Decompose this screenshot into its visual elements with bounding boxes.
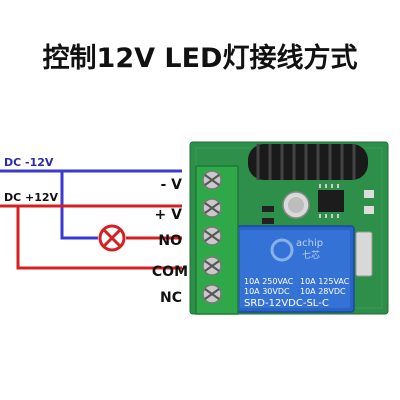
page-title: 控制12V LED灯接线方式: [42, 43, 358, 74]
antenna-coil-icon: [248, 144, 368, 180]
ic-chip-icon: [318, 184, 344, 218]
relay-brand: achip: [296, 238, 323, 249]
lamp-icon: [98, 224, 126, 252]
relay-spec-left-1: 10A 250VAC: [244, 277, 294, 286]
relay-model: SRD-12VDC-SL-C: [244, 298, 329, 309]
terminal-label-neg: - V: [160, 177, 182, 193]
wire-pos-to-com: [16, 206, 182, 270]
wires: [0, 169, 182, 270]
terminal-label-no: NO: [158, 233, 182, 249]
wire-neg-to-lamp: [60, 171, 98, 240]
relay-spec-right-1: 10A 125VAC: [300, 277, 350, 286]
terminal-screw-slot: [204, 174, 220, 186]
terminal-label-com: COM: [152, 264, 188, 280]
terminal-screw-slot: [204, 202, 220, 214]
capacitor-icon: [282, 191, 310, 219]
dc-neg-label: DC -12V: [4, 156, 54, 169]
dc-pos-label: DC +12V: [4, 191, 59, 204]
terminal-screw-slot: [204, 288, 220, 300]
relay: achip 七芯 10A 250VAC 10A 30VDC 10A 125VAC…: [235, 225, 355, 313]
terminal-screw-slot: [204, 260, 220, 272]
relay-spec-right-2: 10A 28VDC: [300, 287, 346, 296]
terminal-screw-slot: [204, 230, 220, 242]
terminal-label-nc: NC: [160, 290, 182, 306]
relay-spec-left-2: 10A 30VDC: [244, 287, 290, 296]
terminal-label-pos: + V: [155, 207, 183, 223]
relay-logo-icon: [270, 238, 294, 262]
relay-brand-cn: 七芯: [302, 249, 320, 261]
terminal-block: [195, 165, 239, 315]
